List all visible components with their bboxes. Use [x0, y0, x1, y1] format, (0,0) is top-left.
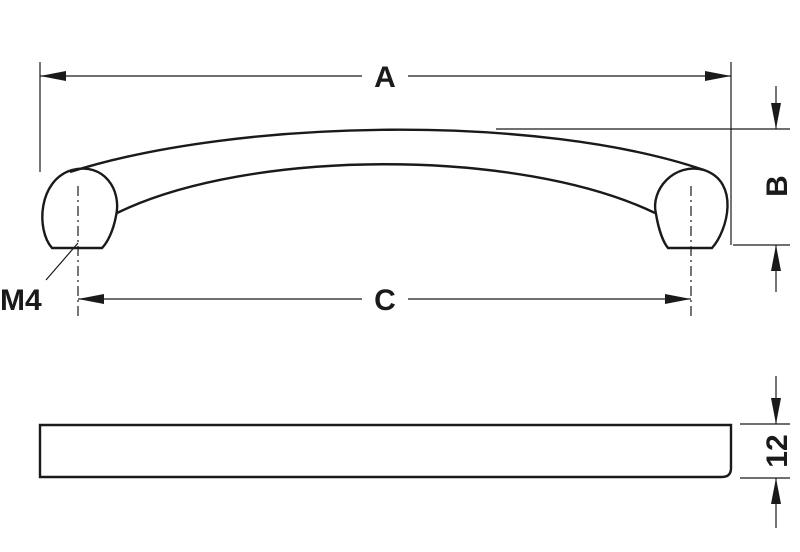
dimension-b: B	[496, 86, 794, 292]
arrowhead-b-top	[771, 103, 781, 129]
label-m4: M4	[0, 284, 42, 317]
handle-side-view	[38, 423, 733, 479]
arrowhead-c-left	[78, 294, 104, 304]
right-end-cap	[653, 167, 729, 250]
thread-callout: M4	[0, 242, 79, 317]
hole-center-lines	[77, 186, 692, 318]
handle-top-view	[41, 128, 729, 250]
handle-upper-edge	[69, 128, 705, 174]
dimension-thickness: 12	[740, 376, 794, 528]
arrowhead-12-top	[771, 398, 781, 424]
left-end-cap	[41, 167, 119, 250]
arrowhead-b-bottom	[771, 245, 781, 271]
label-c: C	[374, 284, 396, 317]
arrowhead-a-right	[705, 71, 731, 81]
side-view-body	[38, 423, 733, 479]
dimension-a: A	[39, 61, 732, 245]
label-a: A	[374, 61, 396, 94]
label-12: 12	[761, 434, 794, 467]
dimension-c: C	[78, 284, 691, 317]
m4-leader-line	[45, 242, 79, 281]
arrowhead-c-right	[665, 294, 691, 304]
label-b: B	[761, 175, 794, 197]
handle-lower-edge	[116, 163, 656, 215]
arrowhead-a-left	[40, 71, 66, 81]
arrowhead-12-bottom	[771, 478, 781, 504]
